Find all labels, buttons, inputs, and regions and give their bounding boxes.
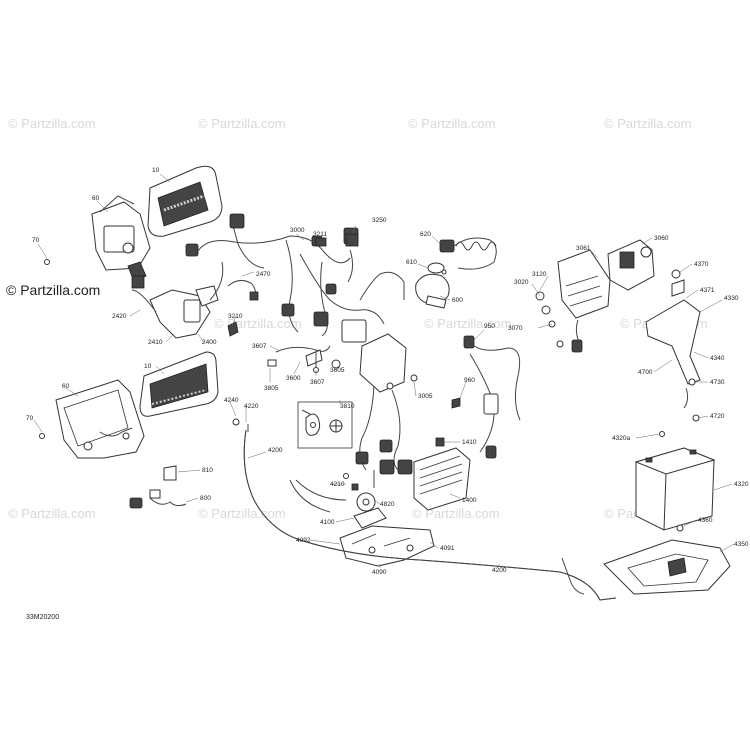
watermark-text: © Partzilla.com xyxy=(424,316,512,331)
battery-bracket xyxy=(645,269,701,409)
gauge-cluster-upper xyxy=(91,165,223,283)
part-label: 4371 xyxy=(700,287,715,294)
part-label: 4320a xyxy=(612,435,630,442)
part-label: 70 xyxy=(26,415,34,422)
part-label: 1410 xyxy=(462,439,477,446)
part-label: 4350 xyxy=(734,541,749,548)
part-label: 3211 xyxy=(313,231,327,238)
part-label: 3805 xyxy=(264,385,279,392)
rear-connectors xyxy=(267,345,341,370)
watermark-text: © Partzilla.com xyxy=(198,116,286,131)
part-label: 3810 xyxy=(340,403,355,410)
ground-terminal-detail xyxy=(297,401,353,449)
watermark-text: © Partzilla.com xyxy=(604,116,692,131)
part-label: 4092 xyxy=(296,537,311,544)
actuator-bracket xyxy=(557,239,655,353)
part-label: 2420 xyxy=(112,313,127,320)
wiring-harness-main xyxy=(185,213,407,475)
part-label: 4200 xyxy=(492,567,507,574)
part-labels: 10 60 70 3000 3211 3250 620 610 600 2470… xyxy=(26,167,749,576)
part-label: 60 xyxy=(92,195,100,202)
part-label: 4700 xyxy=(638,369,653,376)
part-label: 3005 xyxy=(418,393,433,400)
part-label: 4100 xyxy=(320,519,335,526)
part-label: 3120 xyxy=(532,271,547,278)
part-label: 620 xyxy=(420,231,431,238)
gauge-cluster-lower xyxy=(55,351,219,459)
part-label: 70 xyxy=(32,237,40,244)
battery xyxy=(634,447,716,531)
part-label: 4220 xyxy=(244,403,259,410)
watermark-text: © Partzilla.com xyxy=(412,506,500,521)
part-label: 3607 xyxy=(310,379,325,386)
part-label: 3070 xyxy=(508,325,523,332)
part-label: 4091 xyxy=(440,545,455,552)
part-label: 4320 xyxy=(734,481,749,488)
part-label: 3000 xyxy=(290,227,305,234)
part-label: 3060 xyxy=(654,235,669,242)
watermark-text: © Partzilla.com xyxy=(198,506,286,521)
watermark-text: © Partzilla.com xyxy=(8,506,96,521)
part-label: 2470 xyxy=(256,271,271,278)
bolt-group xyxy=(535,291,564,348)
part-label: 610 xyxy=(406,259,417,266)
watermark-text: © Partzilla.com xyxy=(8,116,96,131)
brand-label: © Partzilla.com xyxy=(6,282,101,298)
part-label: 3600 xyxy=(286,375,301,382)
battery-tray xyxy=(603,524,731,595)
part-label: 4720 xyxy=(710,413,725,420)
part-label: 4730 xyxy=(710,379,725,386)
part-label: 2410 xyxy=(148,339,163,346)
part-label: 950 xyxy=(484,323,495,330)
part-label: 960 xyxy=(464,377,475,384)
part-label: 4370 xyxy=(694,261,709,268)
part-label: 4210 xyxy=(330,481,345,488)
part-label: 3250 xyxy=(372,217,387,224)
part-label: 10 xyxy=(144,363,152,370)
part-label: 1400 xyxy=(462,497,477,504)
voltage-regulator xyxy=(397,447,471,511)
watermark-text: © Partzilla.com xyxy=(408,116,496,131)
part-label: 60 xyxy=(62,383,70,390)
leader-lines xyxy=(33,173,735,568)
solenoid-assembly xyxy=(295,470,387,529)
diagram-code: 33M20200 xyxy=(26,614,60,621)
part-label: 3210 xyxy=(228,313,243,320)
part-label: 4360 xyxy=(698,517,713,524)
part-label: 4240 xyxy=(224,397,239,404)
battery-strap-bracket xyxy=(339,525,435,567)
speed-sensor xyxy=(129,465,187,509)
part-label: 3605 xyxy=(330,367,345,374)
part-label: 10 xyxy=(152,167,160,174)
part-label: 3061 xyxy=(576,245,591,252)
sensor-harness xyxy=(435,335,521,459)
part-label: 600 xyxy=(452,297,463,304)
part-label: 4340 xyxy=(710,355,725,362)
part-label: 4200 xyxy=(268,447,283,454)
part-label: 3607 xyxy=(252,343,267,350)
part-label: 2400 xyxy=(202,339,217,346)
switch-assembly xyxy=(131,261,239,339)
part-label: 800 xyxy=(200,495,211,502)
part-label: 810 xyxy=(202,467,213,474)
part-label: 3020 xyxy=(514,279,529,286)
part-label: 4090 xyxy=(372,569,387,576)
main-cable-4200 xyxy=(232,418,617,601)
part-label: 4820 xyxy=(380,501,395,508)
coiled-cord xyxy=(415,237,497,309)
part-label: 4330 xyxy=(724,295,739,302)
